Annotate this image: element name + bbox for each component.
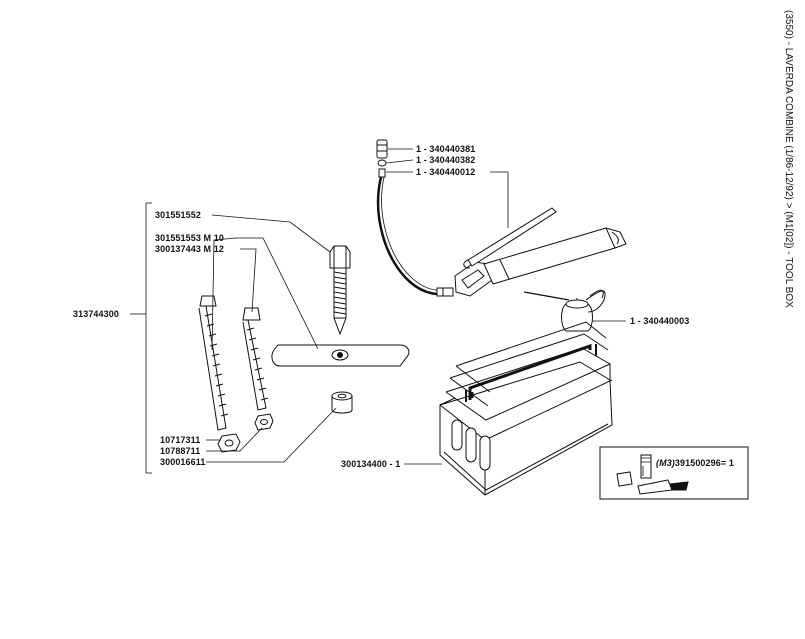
nut-10788711 — [254, 413, 274, 431]
label-t-wrench: 301551552 — [155, 210, 201, 220]
grease-fitting — [378, 168, 386, 178]
label-inset-part: (M3)391500296= 1 — [656, 458, 734, 468]
label-oil-can: 1 - 340440003 — [630, 316, 690, 326]
oil-can — [523, 289, 606, 332]
bolt-m10 — [198, 295, 229, 431]
inset-prefix: (M3) — [656, 458, 675, 468]
grease-coupler — [376, 139, 388, 159]
leader-lines — [130, 148, 626, 474]
bushing — [331, 391, 353, 414]
label-tool-box: 300134400 - 1 — [341, 459, 401, 469]
label-bolt-m12: 300137443 M 12 — [155, 244, 224, 254]
nut-10717311 — [217, 433, 241, 453]
label-bolt-m10: 301551553 M 10 — [155, 233, 224, 243]
inset-quantity: = 1 — [720, 458, 734, 468]
inset-part-number: 391500296 — [674, 458, 721, 468]
label-grease-part-2: 1 - 340440382 — [416, 155, 476, 165]
label-grease-part-1: 1 - 340440381 — [416, 144, 476, 154]
grease-hose — [376, 176, 453, 296]
tool-box — [439, 321, 613, 496]
label-kit: 313744300 — [73, 309, 119, 319]
grease-gun — [376, 139, 627, 297]
label-bushing: 300016611 — [160, 457, 206, 467]
grease-nipple — [377, 159, 387, 167]
tool-box-handle — [468, 343, 592, 400]
t-wrench — [271, 245, 410, 367]
label-grease-part-3: 1 - 340440012 — [416, 167, 476, 177]
label-nut-1: 10717311 — [160, 435, 201, 445]
grease-gun-lever — [467, 207, 557, 267]
grease-gun-barrel — [483, 227, 616, 285]
page-title: (3550) - LAVERDA COMBINE (1/86-12/92) > … — [783, 10, 794, 308]
inset-kit — [599, 446, 749, 500]
label-nut-2: 10788711 — [160, 446, 201, 456]
bolt-m12 — [242, 307, 269, 411]
